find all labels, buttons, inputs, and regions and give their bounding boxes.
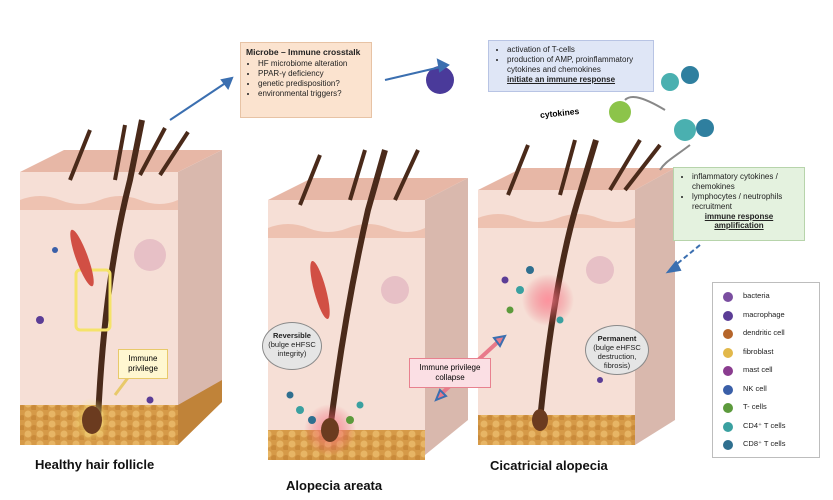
legend-label: T- cells xyxy=(743,402,767,411)
legend-label: CD8⁺ T cells xyxy=(743,439,786,448)
legend-label: CD4⁺ T cells xyxy=(743,420,786,430)
skin-block-cicatricial xyxy=(478,138,675,445)
macrophage-icon xyxy=(723,310,733,321)
bacteria-icon xyxy=(723,292,733,302)
legend-label: bacteria xyxy=(743,291,770,300)
amplification-emphasis: immune response amplification xyxy=(704,212,774,230)
cd4-t-cell-icon xyxy=(723,421,733,432)
cd8-t-cell-icon xyxy=(723,440,733,450)
immune-privilege-label: Immune privilege xyxy=(118,349,168,379)
list-item: environmental triggers? xyxy=(258,89,366,99)
nk-cell-icon xyxy=(723,384,733,395)
skin-block-alopecia xyxy=(268,149,468,460)
permanent-title: Permanent xyxy=(597,334,637,343)
legend-label: mast cell xyxy=(743,365,773,374)
immune-cells xyxy=(36,66,714,424)
legend: bacteria macrophage dendritic cell fibrobla… xyxy=(712,282,820,458)
reversible-title: Reversible xyxy=(273,331,311,340)
list-item: lymphocytes / neutrophils recruitment xyxy=(692,192,798,212)
skin-block-healthy xyxy=(20,119,222,445)
list-item: PPAR-γ deficiency xyxy=(258,69,366,79)
mast-cell-icon xyxy=(723,366,733,376)
legend-label: fibroblast xyxy=(743,346,774,356)
list-item: HF microbiome alteration xyxy=(258,59,366,69)
permanent-text: (bulge eHFSC destruction, fibrosis) xyxy=(593,343,641,370)
reversible-oval: Reversible (bulge eHFSC integrity) xyxy=(262,322,322,370)
caption-alopecia-areata: Alopecia areata xyxy=(286,478,383,493)
immune-amplification-box: inflammatory cytokines / chemokines lymp… xyxy=(673,167,805,241)
caption-cicatricial-alopecia: Cicatricial alopecia xyxy=(490,458,608,473)
t-cell-icon xyxy=(723,403,733,413)
immune-privilege-collapse-label: Immune privilege collapse xyxy=(409,358,491,388)
caption-healthy: Healthy hair follicle xyxy=(35,457,155,472)
tcell-list: activation of T-cells production of AMP,… xyxy=(495,45,647,75)
microbe-immune-crosstalk-box: Microbe – Immune crosstalk HF microbiome… xyxy=(240,42,372,118)
legend-label: dendritic cell xyxy=(743,328,785,337)
legend-label: macrophage xyxy=(743,309,785,319)
t-cell-activation-box: activation of T-cells production of AMP,… xyxy=(488,40,654,92)
reversible-text: (bulge eHFSC integrity) xyxy=(268,340,316,358)
list-item: production of AMP, proinflammatory cytok… xyxy=(507,55,647,75)
list-item: genetic predisposition? xyxy=(258,79,366,89)
dendritic-cell-icon xyxy=(723,329,733,339)
crosstalk-title: Microbe – Immune crosstalk xyxy=(246,47,361,57)
list-item: activation of T-cells xyxy=(507,45,647,55)
amplification-list: inflammatory cytokines / chemokines lymp… xyxy=(680,172,798,212)
permanent-oval: Permanent (bulge eHFSC destruction, fibr… xyxy=(585,325,649,375)
legend-label: NK cell xyxy=(743,383,767,393)
tcell-emphasis: initiate an immune response xyxy=(507,75,616,84)
crosstalk-list: HF microbiome alteration PPAR-γ deficien… xyxy=(246,59,366,99)
fibroblast-icon xyxy=(723,347,733,358)
list-item: inflammatory cytokines / chemokines xyxy=(692,172,798,192)
